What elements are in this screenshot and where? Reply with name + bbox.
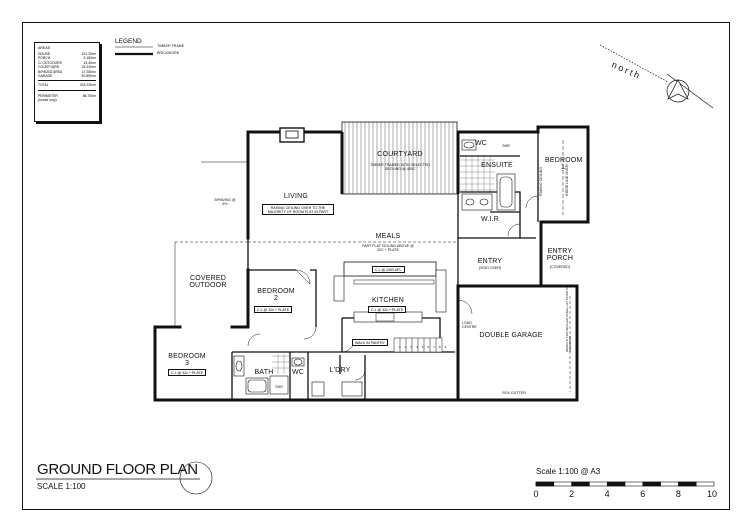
north-arrow-icon <box>599 44 714 109</box>
courtyard-decking <box>341 121 458 195</box>
entry-note: (VOID OVER) <box>478 266 502 270</box>
room-label-laundry: L'DRY <box>329 367 351 374</box>
areas-perimeter-sub: (house only) <box>38 98 57 103</box>
room-label-covered-outdoor: COVERED OUTDOOR <box>189 275 227 289</box>
room-label-living: LIVING <box>283 193 309 200</box>
bath-tiles <box>272 354 289 374</box>
title-circle <box>179 461 213 495</box>
bath-shr-label: SHR <box>275 385 283 389</box>
areas-heading: AREAS <box>38 46 51 50</box>
stairs <box>393 337 443 353</box>
room-label-bath: BATH <box>254 369 274 376</box>
kitchen-note: C.L @ 32c + PLATE <box>368 306 407 314</box>
ridge-line-label: RIDGE LINE OVER <box>565 164 569 196</box>
legend-timber-label: TIMBER FRAME <box>157 44 185 48</box>
room-label-wc: WC <box>291 369 305 376</box>
fireplace-hearth <box>285 130 299 139</box>
door-swings <box>247 195 539 381</box>
room-label-ensuite-wc: WC <box>474 140 488 147</box>
ensuite-shr-label: SHR <box>502 144 510 148</box>
kitchen-ceiling-note: C.L @ 2400 AFL <box>372 266 405 274</box>
room-label-entry-porch: ENTRY PORCH <box>546 248 574 262</box>
room-label-meals: MEALS <box>375 233 401 240</box>
room-label-wir: W.I.R <box>480 216 500 223</box>
meals-note: PART FLAT CEILING ABOVE @ 32c + PLATE <box>362 244 414 252</box>
room-label-kitchen: KITCHEN <box>371 297 405 304</box>
kitchen-bench-left <box>333 275 345 302</box>
scale-bar-label: Scale 1:100 @ A3 <box>536 467 601 476</box>
bedroom-3-note: C.L @ 32c + PLATE <box>168 369 207 377</box>
ensuite-tiles <box>460 156 495 192</box>
page-scale: SCALE 1:100 <box>37 482 86 491</box>
room-label-double-garage: DOUBLE GARAGE <box>479 332 543 339</box>
sink-icon <box>375 312 395 322</box>
paving-label: B/PAVING @ 6% <box>214 198 236 206</box>
drawing-sheet <box>22 22 730 510</box>
scale-tick-label: 8 <box>675 489 681 499</box>
courtyard-note: TIMBER FRAMED WITH SELECTED DECKING @ 45… <box>370 163 430 171</box>
scale-bar <box>535 481 715 487</box>
bath-fixtures <box>233 355 363 397</box>
entry-porch-note: (COVERED) <box>549 265 571 269</box>
walk-in-pantry-label: WALK IN PANTRY <box>352 339 388 347</box>
room-label-bedroom-1: BEDROOM 1 <box>545 157 583 171</box>
kitchen-shelf <box>353 279 435 285</box>
room-label-bedroom-2: BEDROOM 2 <box>257 288 295 302</box>
scale-tick-label: 4 <box>604 489 610 499</box>
living-note: RAKING CEILING OVER TO THE MAJORITY OF R… <box>262 204 334 216</box>
raking-ceiling-label: RAKING CEILING <box>539 166 543 196</box>
scale-tick-label: 6 <box>640 489 646 499</box>
ensuite-fixtures <box>461 139 516 211</box>
page-title: GROUND FLOOR PLAN <box>37 461 198 478</box>
room-label-entry: ENTRY <box>477 258 503 265</box>
scale-tick-label: 10 <box>706 489 718 499</box>
stair-numbers: 1 2 3 4 5 6 7 8 9 <box>399 345 448 349</box>
box-gutter-label: BOX GUTTER <box>502 391 526 395</box>
room-label-ensuite: ENSUITE <box>481 162 513 169</box>
legend-title: LEGEND <box>115 38 142 45</box>
garage-door-note: REMOTE CONTROLLED PANEL LIFT DOOR AS SEL… <box>565 286 572 352</box>
fridge <box>435 269 447 313</box>
bedroom-2-note: C.L @ 32c + PLATE <box>254 306 293 314</box>
legend-brick-label: BRICKWORK <box>157 51 180 55</box>
load-centre-label: LOAD CENTRE <box>462 321 477 329</box>
room-label-bedroom-3: BEDROOM 3 <box>168 353 206 367</box>
scale-tick-label: 0 <box>533 489 539 499</box>
room-label-courtyard: COURTYARD <box>377 151 423 158</box>
scale-tick-label: 2 <box>569 489 575 499</box>
